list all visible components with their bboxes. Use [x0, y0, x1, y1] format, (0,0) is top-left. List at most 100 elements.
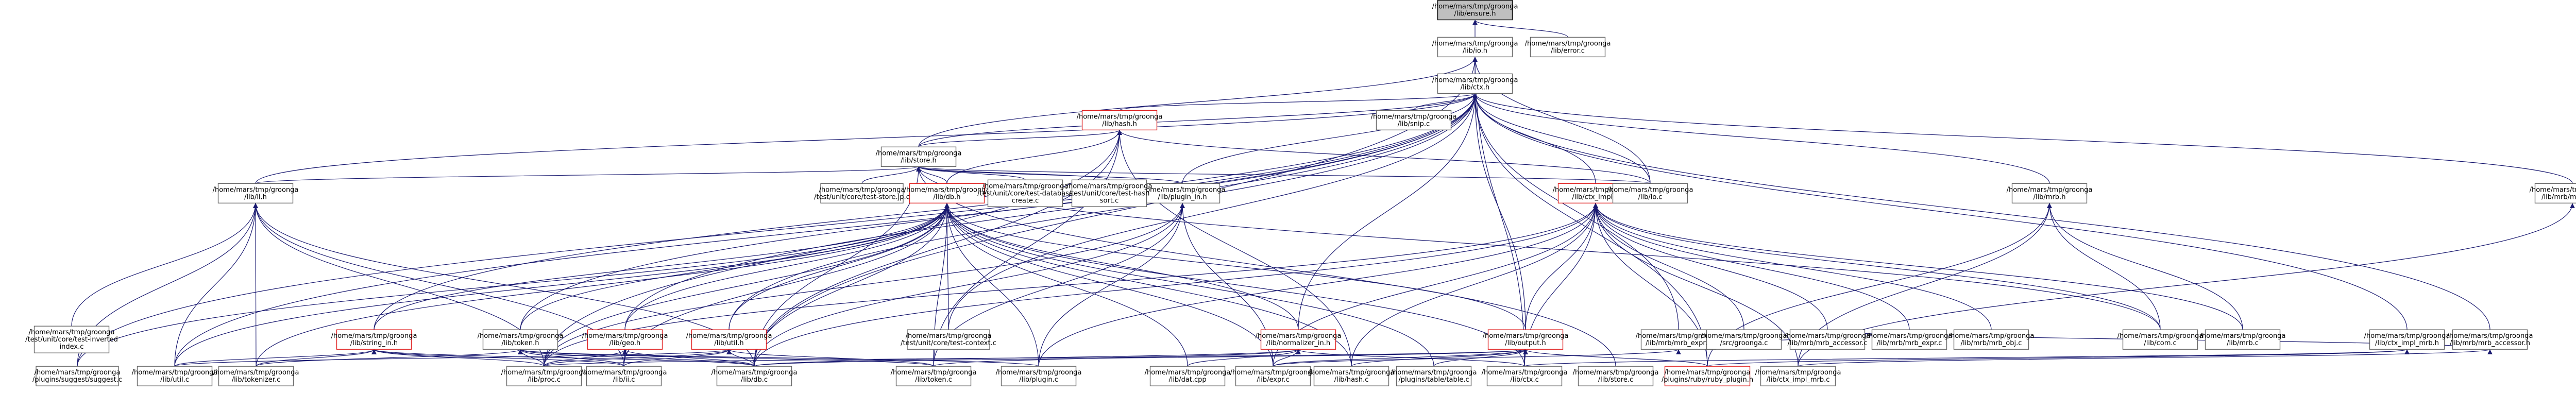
file-node[interactable]: /home/mars/tmp/groonga/lib/mrb.c — [2200, 329, 2286, 350]
file-node-label: /lib/dat.cpp — [1168, 376, 1206, 384]
file-node[interactable]: /home/mars/tmp/groonga/test/unit/core/te… — [901, 329, 996, 350]
file-node[interactable]: /home/mars/tmp/groonga/lib/hash.h — [1077, 110, 1163, 131]
file-node-box — [907, 329, 990, 350]
file-node-box — [2369, 329, 2445, 350]
file-node[interactable]: /home/mars/tmp/groonga/lib/output.h — [1483, 329, 1569, 350]
dependency-edge — [754, 57, 1478, 367]
file-node-box — [506, 366, 582, 386]
file-node[interactable]: /home/mars/tmp/groonga/lib/io.c — [1607, 183, 1693, 203]
file-node[interactable]: /home/mars/tmp/groonga/lib/store.c — [1573, 366, 1659, 386]
file-node[interactable]: /home/mars/tmp/groonga/lib/tokenizer.c — [213, 366, 299, 386]
file-node[interactable]: /home/mars/tmp/groonga/lib/util.c — [132, 366, 218, 386]
file-node[interactable]: /home/mars/tmp/groonga/lib/expr.c — [1230, 366, 1316, 386]
file-node[interactable]: /home/mars/tmp/groonga/lib/util.h — [686, 329, 772, 350]
dependency-edge — [948, 93, 1478, 330]
dependency-edge — [174, 93, 1478, 367]
file-node[interactable]: /home/mars/tmp/groonga/lib/mrb/mrb_acces… — [2447, 329, 2533, 350]
file-node[interactable]: /home/mars/tmp/groonga/lib/proc.c — [501, 366, 587, 386]
file-node[interactable]: /home/mars/tmp/groonga/lib/mrb/mrb_obj.h — [2530, 183, 2576, 203]
file-node-box — [1376, 110, 1452, 131]
file-node-box — [820, 183, 904, 203]
file-node[interactable]: /home/mars/tmp/groonga/test/unit/core/te… — [25, 326, 118, 353]
file-node[interactable]: /home/mars/tmp/groonga/lib/error.c — [1525, 37, 1611, 58]
file-node[interactable]: /home/mars/tmp/groonga/plugins/ruby/ruby… — [1662, 366, 1753, 386]
dependency-edge — [1117, 130, 1651, 184]
file-node[interactable]: /home/mars/tmp/groonga/lib/io.h — [1432, 37, 1518, 58]
dependency-edge — [726, 349, 934, 367]
file-node[interactable]: /home/mars/tmp/groonga/lib/db.h — [904, 183, 990, 203]
file-node[interactable]: /home/mars/tmp/groonga/lib/token.c — [891, 366, 977, 386]
file-node[interactable]: /home/mars/tmp/groonga/plugins/suggest/s… — [32, 366, 122, 386]
file-node[interactable]: /home/mars/tmp/groonga/lib/geo.h — [582, 329, 668, 350]
file-node-label: /lib/io.c — [1638, 193, 1663, 201]
file-node[interactable]: /home/mars/tmp/groonga/lib/plugin.c — [996, 366, 1082, 386]
file-node[interactable]: /home/mars/tmp/groonga/test/unit/core/te… — [814, 183, 910, 203]
file-node-label: /lib/mrb/mrb_expr.h — [1646, 339, 1711, 347]
dependency-edge — [520, 203, 950, 330]
file-node-box — [1071, 179, 1147, 207]
file-node[interactable]: /home/mars/tmp/groonga/lib/ctx_impl_mrb.… — [2364, 329, 2450, 350]
file-node-label: create.c — [1012, 197, 1039, 204]
file-node[interactable]: /home/mars/tmp/groonga/lib/hash.c — [1309, 366, 1395, 386]
file-node-label: /lib/snip.c — [1398, 120, 1430, 128]
dependency-edge — [944, 203, 1526, 330]
file-node-label: /home/mars/tmp/groonga — [1482, 369, 1568, 377]
file-node[interactable]: /home/mars/tmp/groonga/lib/dat.cpp — [1145, 366, 1231, 386]
dependency-edge — [944, 203, 1299, 330]
file-node-label: /home/mars/tmp/groonga — [891, 369, 977, 377]
file-node-label: /home/mars/tmp/groonga — [2007, 186, 2093, 194]
file-node-box — [1437, 73, 1513, 94]
file-node[interactable]: /home/mars/tmp/groonga/lib/mrb/mrb_expr.… — [1636, 329, 1722, 350]
file-node-box — [1260, 329, 1336, 350]
dependency-edge — [256, 203, 950, 367]
file-node[interactable]: /home/mars/tmp/groonga/test/unit/core/te… — [1066, 179, 1153, 207]
dependency-edge — [946, 130, 1122, 184]
file-node-label: /test/unit/core/test-context.c — [901, 339, 996, 347]
file-node[interactable]: /home/mars/tmp/groonga/lib/normalizer_in… — [1256, 329, 1342, 350]
file-node-label: /home/mars/tmp/groonga — [29, 329, 115, 336]
file-node-label: /lib/mrb/mrb_obj.c — [1961, 339, 2022, 347]
file-node-label: /home/mars/tmp/groonga — [331, 332, 417, 340]
file-node[interactable]: /home/mars/tmp/groonga/lib/token.h — [478, 329, 564, 350]
file-node[interactable]: /home/mars/tmp/groonga/lib/mrb.h — [2007, 183, 2093, 203]
file-node[interactable]: /home/mars/tmp/groonga/lib/ii.h — [213, 183, 299, 203]
file-node-label: /lib/ctx_impl.h — [1572, 193, 1619, 201]
file-node[interactable]: /home/mars/tmp/groonga/lib/ctx.c — [1482, 366, 1568, 386]
file-node-box — [691, 329, 767, 350]
dependency-edge — [944, 203, 1188, 367]
file-node[interactable]: /home/mars/tmp/groonga/test/unit/core/te… — [977, 179, 1073, 207]
file-node[interactable]: /home/mars/tmp/groonga/lib/ctx_impl_mrb.… — [1755, 366, 1841, 386]
dependency-edge — [944, 203, 950, 330]
file-node-label: /lib/output.h — [1505, 339, 1546, 347]
dependency-edge — [518, 349, 624, 367]
file-node[interactable]: /home/mars/tmp/groonga/lib/string_in.h — [331, 329, 417, 350]
file-node-label: /lib/com.c — [2144, 339, 2176, 347]
dependency-edge — [1707, 349, 2409, 367]
file-node-label: /lib/mrb/mrb_accessor.h — [2450, 339, 2530, 347]
file-node[interactable]: /home/mars/tmp/groonga/lib/plugin_in.h — [1140, 183, 1226, 203]
file-node-box — [336, 329, 412, 350]
dependency-edge — [174, 349, 732, 367]
file-node-label: /home/mars/tmp/groonga — [711, 369, 798, 377]
file-node-box — [1706, 329, 1782, 350]
file-node-label: /home/mars/tmp/groonga — [876, 149, 962, 157]
file-node[interactable]: /home/mars/tmp/groonga/plugins/table/tab… — [1391, 366, 1477, 386]
file-node[interactable]: /home/mars/tmp/groonga/lib/store.h — [876, 146, 962, 167]
file-node-label: /home/mars/tmp/groonga — [213, 369, 299, 377]
file-node[interactable]: /home/mars/tmp/groonga/lib/mrb/mrb_expr.… — [1867, 329, 1953, 350]
file-node[interactable]: /home/mars/tmp/groonga/lib/mrb/mrb_obj.c — [1948, 329, 2035, 350]
file-node[interactable]: /home/mars/tmp/groonga/lib/snip.c — [1371, 110, 1457, 131]
dependency-edge — [916, 166, 1616, 367]
file-node[interactable]: /home/mars/tmp/groonga/lib/db.c — [711, 366, 798, 386]
file-node-label: /home/mars/tmp/groonga — [1701, 332, 1787, 340]
dependency-edge — [518, 349, 1039, 367]
dependency-edge — [1472, 93, 1651, 184]
file-node-label: /home/mars/tmp/groonga — [1665, 369, 1751, 377]
file-node[interactable]: /home/mars/tmp/groonga/lib/mrb/mrb_acces… — [1785, 329, 1871, 350]
file-node[interactable]: /home/mars/tmp/groonga/lib/ensure.h — [1432, 0, 1518, 21]
file-node[interactable]: /home/mars/tmp/groonga/src/groonga.c — [1701, 329, 1787, 350]
file-node[interactable]: /home/mars/tmp/groonga/lib/ctx.h — [1432, 73, 1518, 94]
file-node[interactable]: /home/mars/tmp/groonga/lib/com.c — [2117, 329, 2204, 350]
file-node-label: /lib/tokenizer.c — [232, 376, 280, 384]
file-node[interactable]: /home/mars/tmp/groonga/lib/ii.c — [581, 366, 667, 386]
